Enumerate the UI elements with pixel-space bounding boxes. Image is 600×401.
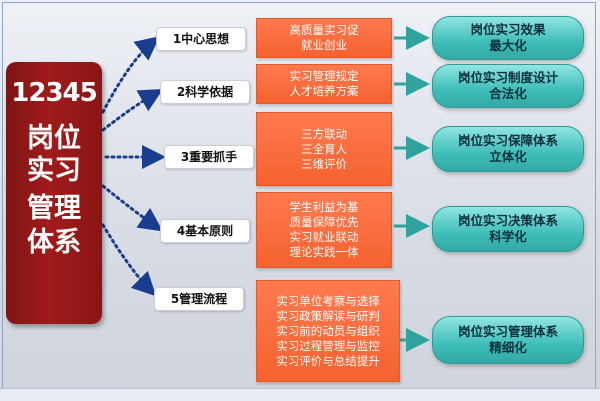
orange-text: 实习管理规定 (289, 69, 359, 83)
orange-text: 三全育人 (301, 141, 347, 156)
connector-5 (101, 223, 157, 297)
result-text: 岗位实习决策体系 (457, 213, 558, 228)
orange-box-2: 实习管理规定 人才培养方案 (256, 64, 392, 104)
orange-text: 学生利益为基 (289, 200, 359, 214)
result-text: 立体化 (489, 149, 527, 164)
orange-box-4: 学生利益为基 质量保障优先 实习就业联动 理论实践一体 (256, 192, 392, 268)
connector-4 (101, 184, 163, 232)
connector-1 (101, 36, 160, 114)
row-label-5: 5管理流程 (154, 287, 244, 311)
orange-text: 实习政策解读与研判 (276, 308, 380, 323)
result-text: 岗位实习制度设计 (457, 70, 558, 85)
orange-text: 实习前的动员与组织 (276, 323, 380, 338)
orange-text: 实习过程管理与监控 (276, 338, 380, 353)
result-box-5: 岗位实习管理体系 精细化 (432, 316, 584, 364)
result-text: 最大化 (489, 38, 527, 53)
row-label-2: 2科学依据 (160, 80, 250, 104)
orange-box-1: 高质量实习促 就业创业 (256, 18, 392, 58)
result-box-2: 岗位实习制度设计 合法化 (432, 64, 584, 108)
orange-text: 实习评价与总结提升 (276, 353, 380, 368)
result-box-4: 岗位实习决策体系 科学化 (432, 206, 584, 252)
center-line-1: 岗位 (27, 123, 81, 154)
orange-text: 高质量实习促 (289, 23, 359, 37)
orange-text: 人才培养方案 (289, 84, 359, 98)
orange-text: 实习就业联动 (289, 230, 359, 244)
bottom-bar (0, 388, 600, 401)
row-label-3: 3重要抓手 (164, 145, 254, 169)
center-line-4: 体系 (27, 227, 81, 258)
result-text: 合法化 (489, 86, 527, 101)
orange-text: 质量保障优先 (289, 215, 359, 229)
orange-box-5: 实习单位考察与选择 实习政策解读与研判 实习前的动员与组织 实习过程管理与监控 … (256, 280, 400, 382)
orange-text: 理论实践一体 (289, 245, 359, 259)
row-label-4: 4基本原则 (160, 219, 250, 243)
row-label-1: 1中心思想 (156, 27, 246, 51)
orange-box-3: 三方联动 三全育人 三维评价 (256, 112, 392, 186)
result-text: 岗位实习效果 (470, 22, 546, 37)
center-title-box: 12345 岗位 实习 管理 体系 (6, 62, 102, 324)
orange-text: 实习单位考察与选择 (276, 293, 380, 308)
center-line-2: 实习 (27, 155, 81, 186)
center-line-3: 管理 (27, 193, 81, 224)
result-text: 科学化 (489, 229, 527, 244)
result-box-3: 岗位实习保障体系 立体化 (432, 126, 584, 172)
result-text: 精细化 (489, 340, 527, 355)
orange-text: 三方联动 (301, 126, 347, 141)
center-code: 12345 (11, 78, 97, 108)
result-text: 岗位实习保障体系 (457, 133, 558, 148)
result-text: 岗位实习管理体系 (457, 324, 558, 339)
connector-2 (101, 89, 164, 132)
orange-text: 三维评价 (301, 156, 347, 171)
orange-text: 就业创业 (301, 38, 347, 52)
result-box-1: 岗位实习效果 最大化 (432, 16, 584, 60)
